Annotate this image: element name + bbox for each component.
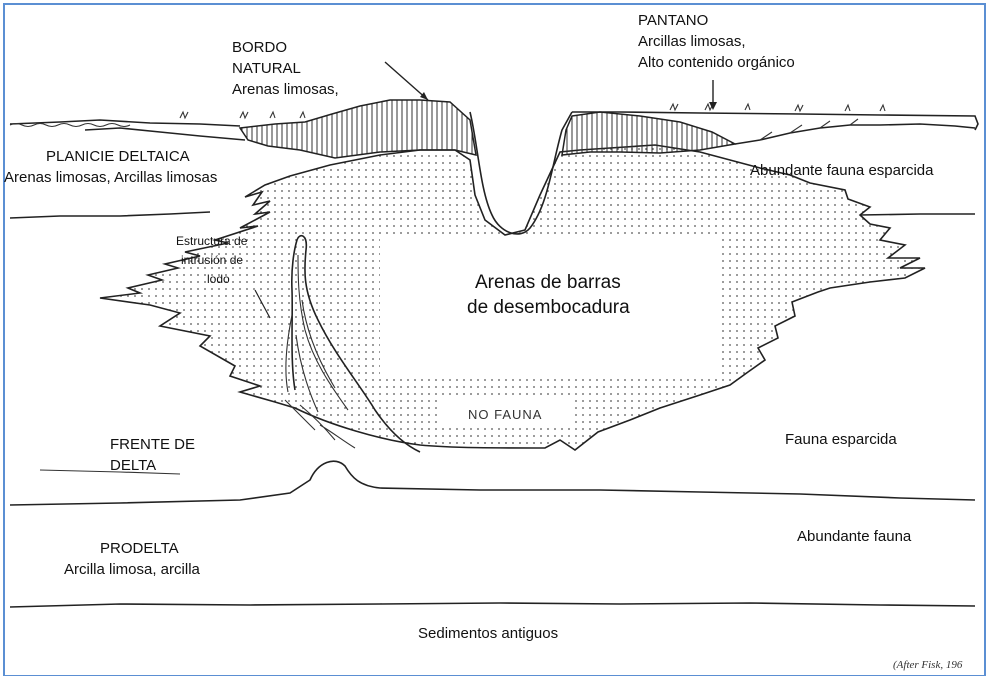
label-barras-1: Arenas de barras: [475, 272, 621, 293]
label-estructura-2: intrusión de: [181, 253, 243, 267]
label-prodelta-1: PRODELTA: [100, 540, 179, 557]
bordo-pointer: [385, 62, 428, 100]
label-fauna-abundante-esparcida: Abundante fauna esparcida: [750, 162, 934, 179]
label-planicie-1: PLANICIE DELTAICA: [46, 148, 190, 165]
label-abundante-fauna: Abundante fauna: [797, 528, 912, 545]
marsh-grass: [180, 104, 885, 118]
label-frente-1: FRENTE DE: [110, 436, 195, 453]
label-bordo-3: Arenas limosas,: [232, 81, 339, 98]
label-pantano-2: Arcillas limosas,: [638, 33, 746, 50]
prodelta-base-line: [10, 603, 975, 607]
label-barras-2: de desembocadura: [467, 297, 630, 318]
label-pantano-1: PANTANO: [638, 12, 708, 29]
label-estructura-1: Estructura de: [176, 234, 248, 248]
levee-right: [562, 112, 735, 155]
label-bordo-2: NATURAL: [232, 60, 301, 77]
label-planicie-2: Arenas limosas, Arcillas limosas: [4, 169, 217, 186]
marsh-wedge: [735, 124, 975, 144]
plain-wedge: [85, 128, 245, 140]
label-prodelta-2: Arcilla limosa, arcilla: [64, 561, 201, 578]
levee-left: [240, 100, 476, 158]
label-fauna-esparcida: Fauna esparcida: [785, 431, 897, 448]
label-bordo-1: BORDO: [232, 39, 287, 56]
label-estructura-3: lodo: [207, 272, 230, 286]
label-frente-2: DELTA: [110, 457, 156, 474]
label-credit: (After Fisk, 196: [893, 659, 963, 671]
label-sedimentos: Sedimentos antiguos: [418, 625, 558, 642]
label-pantano-3: Alto contenido orgánico: [638, 54, 795, 71]
label-no-fauna: NO FAUNA: [468, 407, 542, 422]
